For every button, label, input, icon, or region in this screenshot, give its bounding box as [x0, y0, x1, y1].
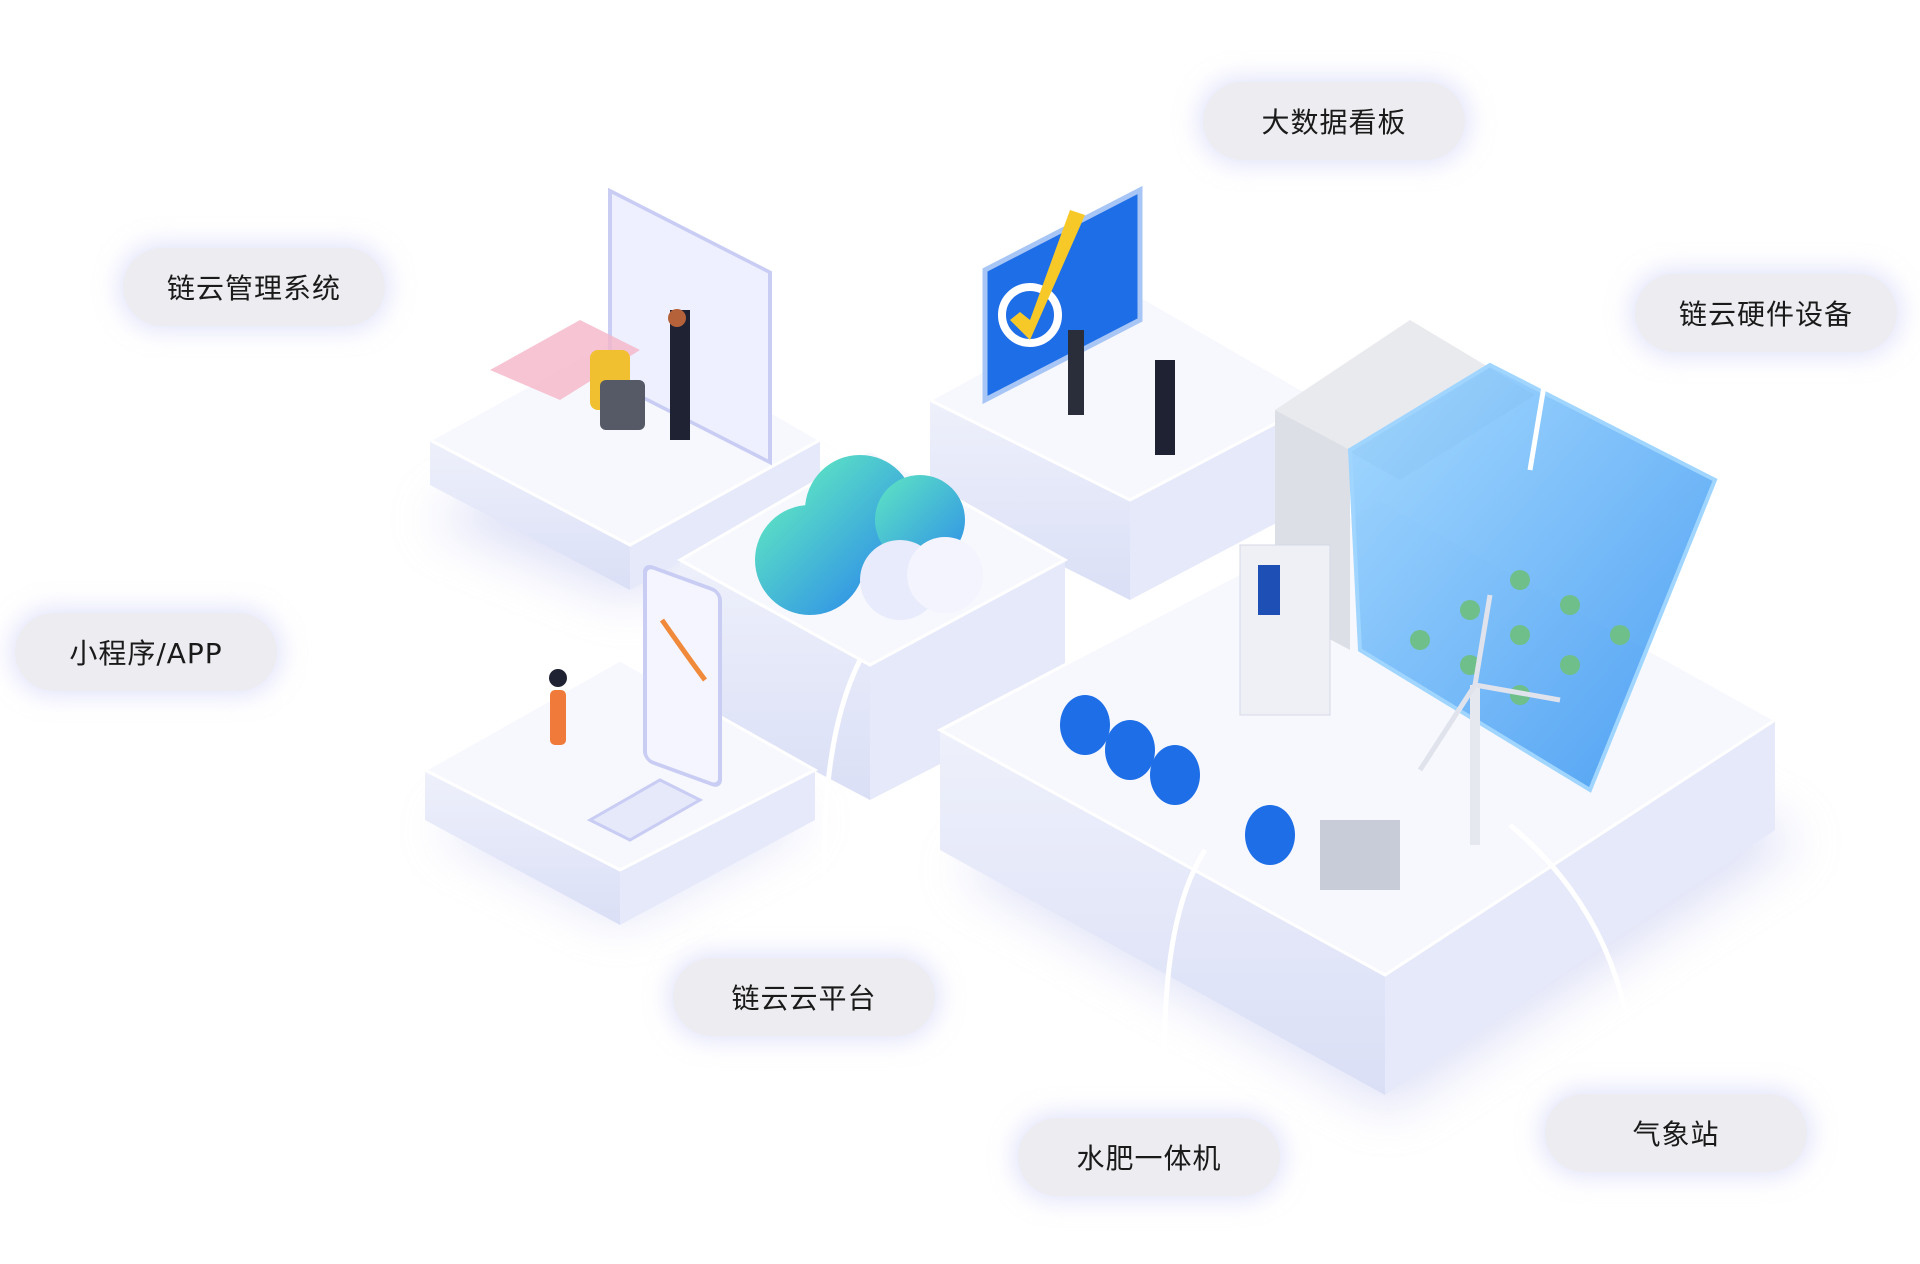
label-hardware-devices[interactable]: 链云硬件设备: [1635, 274, 1897, 352]
platform-hardware: [936, 320, 1778, 1095]
platform-management-system: [426, 187, 824, 590]
label-weather-station[interactable]: 气象站: [1545, 1094, 1807, 1172]
label-text: 链云硬件设备: [1678, 298, 1853, 331]
label-water-fertilizer-machine[interactable]: 水肥一体机: [1018, 1118, 1280, 1196]
label-text: 气象站: [1632, 1118, 1720, 1151]
label-cloud-platform[interactable]: 链云云平台: [673, 958, 935, 1036]
label-text: 链云管理系统: [166, 272, 341, 305]
platform-mini-program: [421, 565, 819, 925]
label-text: 链云云平台: [731, 982, 877, 1015]
label-text: 大数据看板: [1261, 106, 1407, 139]
label-text: 小程序/APP: [69, 637, 223, 670]
label-big-data-dashboard[interactable]: 大数据看板: [1203, 82, 1465, 160]
wind-turbine-icon: [1417, 594, 1561, 845]
label-mini-program-app[interactable]: 小程序/APP: [15, 613, 277, 691]
platform-cloud-platform: [676, 448, 1069, 891]
tanks: [1060, 695, 1400, 890]
cloud-icon: [755, 455, 983, 620]
platform-big-data-dashboard: [926, 185, 1324, 600]
label-management-system[interactable]: 链云管理系统: [123, 248, 385, 326]
label-text: 水肥一体机: [1076, 1142, 1222, 1175]
